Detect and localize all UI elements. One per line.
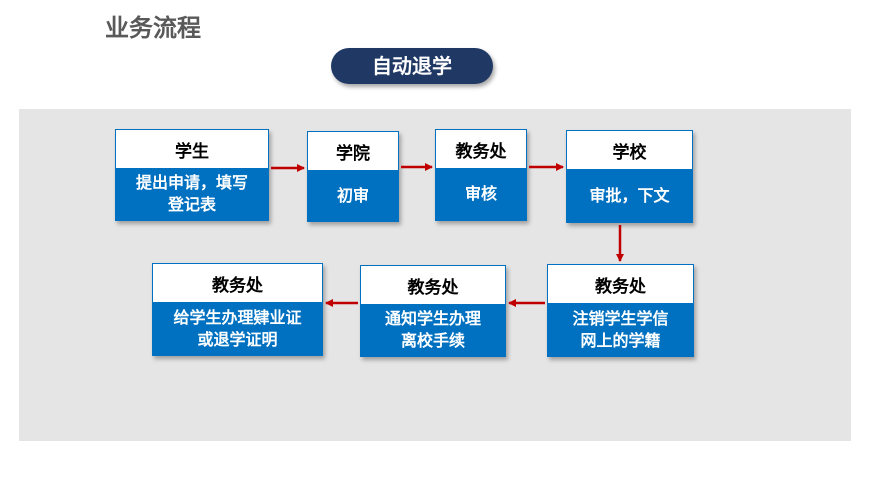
step-action: 初审	[308, 170, 398, 221]
step-actor: 教务处	[407, 277, 459, 298]
process-title-badge: 自动退学	[331, 48, 493, 84]
step-school-approve: 学校 审批，下文	[566, 130, 693, 223]
page-title: 业务流程	[105, 14, 201, 42]
step-notify-departure: 教务处 通知学生办理 离校手续	[360, 265, 506, 357]
step-action: 提出申请，填写 登记表	[116, 168, 268, 220]
step-student-apply: 学生 提出申请，填写 登记表	[115, 129, 269, 221]
step-action: 给学生办理肄业证 或退学证明	[153, 302, 322, 355]
step-actor: 教务处	[595, 276, 646, 297]
step-actor: 学生	[175, 141, 209, 162]
step-college-review: 学院 初审	[307, 131, 399, 222]
step-academic-affairs-audit: 教务处 审核	[435, 129, 527, 221]
step-action: 审批，下文	[567, 169, 692, 222]
step-actor: 教务处	[212, 275, 263, 296]
step-cancel-enrollment: 教务处 注销学生学信 网上的学籍	[547, 264, 694, 357]
step-action: 审核	[436, 168, 526, 220]
step-issue-certificate: 教务处 给学生办理肄业证 或退学证明	[152, 263, 323, 356]
step-actor: 学院	[336, 143, 370, 164]
step-action: 注销学生学信 网上的学籍	[548, 303, 693, 356]
step-actor: 教务处	[455, 141, 507, 162]
step-action: 通知学生办理 离校手续	[361, 304, 505, 356]
step-actor: 学校	[612, 142, 647, 163]
